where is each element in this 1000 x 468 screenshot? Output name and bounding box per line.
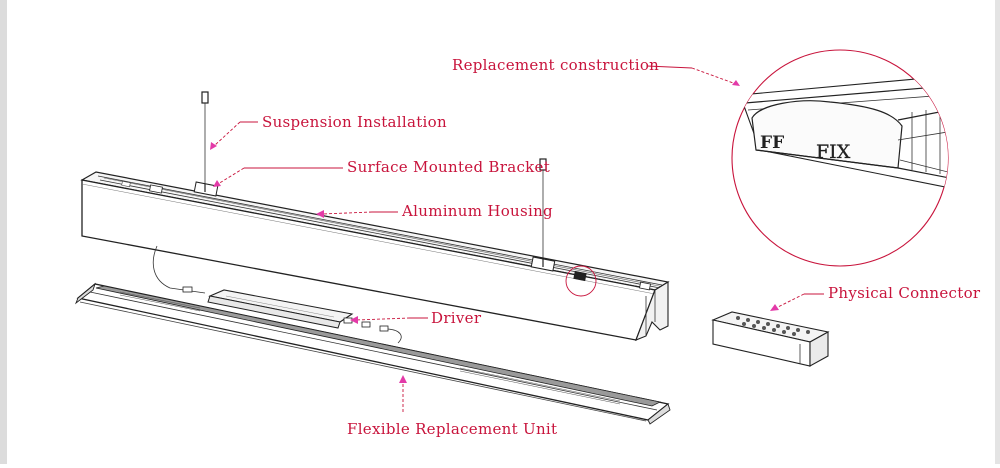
label-physical-connector: Physical Connector xyxy=(828,284,981,302)
driver-unit xyxy=(182,286,402,344)
leader-replacement-construction xyxy=(646,65,740,86)
physical-connector xyxy=(711,311,830,367)
label-replacement-construction: Replacement construction xyxy=(452,56,659,74)
bracket-left xyxy=(193,181,219,197)
leader-driver xyxy=(350,316,428,324)
detail-marker-circle xyxy=(565,265,597,297)
leader-aluminum-housing xyxy=(316,210,398,218)
aluminum-housing xyxy=(80,171,670,341)
label-aluminum-housing: Aluminum Housing xyxy=(401,202,553,220)
bracket-right xyxy=(530,256,556,272)
wire-to-driver xyxy=(152,245,206,294)
leader-physical-connector xyxy=(770,293,824,311)
suspension-cable-right xyxy=(539,158,547,262)
flexible-replacement-unit xyxy=(74,282,671,425)
detail-text-right: FIX xyxy=(816,141,851,163)
detail-text-left: FF xyxy=(760,133,784,153)
label-driver: Driver xyxy=(431,309,482,327)
leader-suspension-installation xyxy=(210,121,258,150)
label-flexible-replacement-unit: Flexible Replacement Unit xyxy=(347,420,557,438)
detail-inset: FF FIX xyxy=(731,49,949,267)
right-border xyxy=(995,0,1000,464)
suspension-cable-left xyxy=(201,91,209,186)
label-surface-mounted-bracket: Surface Mounted Bracket xyxy=(347,158,550,176)
leader-surface-mounted-bracket xyxy=(213,167,343,187)
leader-flexible-replacement-unit xyxy=(399,375,407,412)
label-suspension-installation: Suspension Installation xyxy=(262,113,447,131)
left-border xyxy=(0,0,7,464)
